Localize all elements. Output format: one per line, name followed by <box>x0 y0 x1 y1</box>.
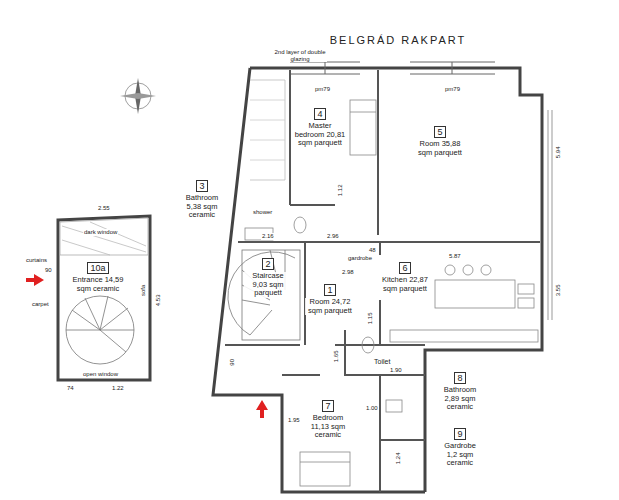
dimension-label: curtains <box>25 257 48 264</box>
dimension-label: dark window <box>83 229 118 236</box>
room-number: 4 <box>314 108 325 120</box>
room-marker: 3Bathroom 5,38 sqm ceramic <box>179 180 225 220</box>
room-label: Gardrobe 1,2 sqm ceramic <box>437 442 483 468</box>
stairs <box>60 218 300 364</box>
dimension-label: 2nd layer of double glazing <box>273 49 327 62</box>
room-label: Entrance 14,59 sqm ceramic <box>71 276 125 293</box>
room-number: 2 <box>262 258 273 270</box>
dimension-label: shower <box>252 209 273 216</box>
dimension-label: 1.22 <box>111 385 125 392</box>
room-label: Bathroom 2,89 sqm ceramic <box>437 386 483 412</box>
dimension-label: 3.55 <box>555 283 562 297</box>
room-marker: 1Room 24,72 sqm parquett <box>305 284 355 315</box>
dimension-label: 1.90 <box>389 367 403 374</box>
room-marker: 4Master bedroom 20,81 sqm parquett <box>293 108 347 148</box>
room-label: Room 35,88 sqm parquett <box>411 140 469 157</box>
room-number: 3 <box>196 180 207 192</box>
room-number: 6 <box>399 262 410 274</box>
room-number: 8 <box>454 372 465 384</box>
room-number: 5 <box>434 126 445 138</box>
room-marker: 7Bedroom 11,13 sqm ceramic <box>302 400 354 440</box>
outer-walls <box>58 68 542 492</box>
dimension-label: pm79 <box>444 86 461 93</box>
room-label: Kitchen 22,87 sqm parquett <box>376 276 434 293</box>
dimension-label: 5.87 <box>448 253 462 260</box>
dimension-label: 2.96 <box>326 233 340 240</box>
dimension-label: open window <box>82 371 119 378</box>
room-marker: 2Staircase 9,03 sqm parquett <box>244 258 292 298</box>
street-title: BELGRÁD RAKPART <box>330 34 467 46</box>
dimension-label: gardrobe <box>347 255 373 262</box>
room-marker: 10aEntrance 14,59 sqm ceramic <box>71 262 125 293</box>
dimension-label: 4.53 <box>155 293 162 307</box>
dimension-label: 90 <box>229 358 236 367</box>
dimension-label: 1.95 <box>287 417 301 424</box>
dimension-label: 1.15 <box>367 311 374 325</box>
fixtures <box>245 80 538 486</box>
dimension-label: 5.94 <box>555 145 562 159</box>
dimension-label: carpet <box>31 301 50 308</box>
dimension-label: 1.65 <box>333 349 340 363</box>
dimension-label: 90 <box>44 267 53 274</box>
room-marker: 6Kitchen 22,87 sqm parquett <box>376 262 434 293</box>
room-marker: 5Room 35,88 sqm parquett <box>411 126 469 157</box>
entry-arrows <box>26 274 268 418</box>
dimension-label: pm79 <box>314 86 331 93</box>
room-label: Bathroom 5,38 sqm ceramic <box>179 194 225 220</box>
room-marker: 9Gardrobe 1,2 sqm ceramic <box>437 428 483 468</box>
dimension-label: 74 <box>66 385 75 392</box>
room-number: 10a <box>87 262 108 274</box>
dimension-label: 2.16 <box>261 233 275 240</box>
room-label: Master bedroom 20,81 sqm parquett <box>293 122 347 148</box>
compass <box>120 78 156 114</box>
room-label: Staircase 9,03 sqm parquett <box>244 272 292 298</box>
dimension-label: 48 <box>368 247 377 254</box>
room-number: 7 <box>322 400 333 412</box>
dimension-label: sofa <box>140 284 147 297</box>
room-label: Room 24,72 sqm parquett <box>305 298 355 315</box>
windows <box>290 62 552 320</box>
dimension-label: 1.12 <box>337 183 344 197</box>
dimension-label: 2.55 <box>97 205 111 212</box>
room-marker: 8Bathroom 2,89 sqm ceramic <box>437 372 483 412</box>
room-label: Bedroom 11,13 sqm ceramic <box>302 414 354 440</box>
dimension-label: 1.24 <box>395 451 402 465</box>
room-number: 9 <box>454 428 465 440</box>
inner-walls <box>225 70 540 492</box>
dimension-label: 2.98 <box>341 269 355 276</box>
room-number: 1 <box>324 284 335 296</box>
dimension-label: 1.00 <box>365 405 379 412</box>
room-name: Toilet <box>373 358 391 366</box>
